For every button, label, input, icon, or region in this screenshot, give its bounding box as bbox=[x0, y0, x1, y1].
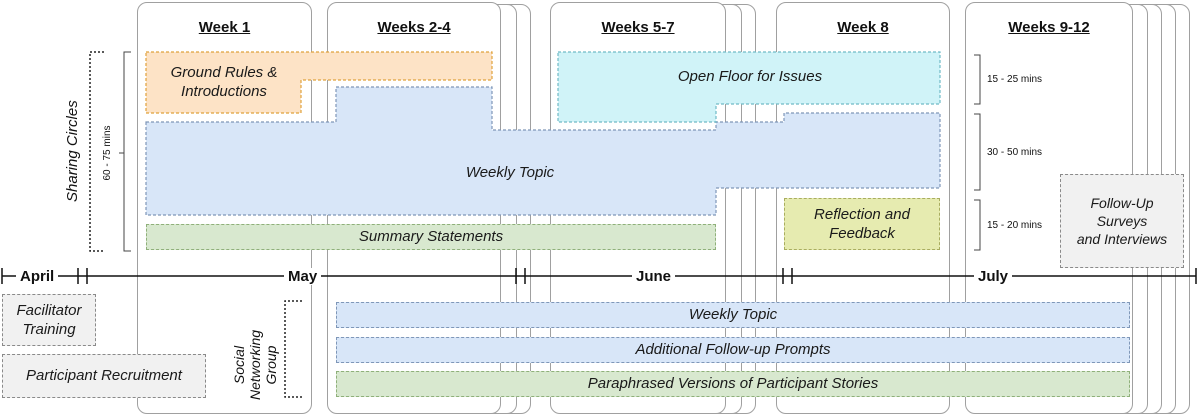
participant-stories-box: Paraphrased Versions of Participant Stor… bbox=[336, 371, 1130, 397]
follow-up-surveys-box: Follow-Up Surveys and Interviews bbox=[1060, 174, 1184, 268]
month-label-july: July bbox=[974, 268, 1013, 285]
duration-label: 30 - 50 mins bbox=[987, 147, 1043, 158]
duration-label: 15 - 20 mins bbox=[987, 220, 1043, 231]
month-label-april: April bbox=[16, 268, 59, 285]
social-weekly-topic-box: Weekly Topic bbox=[336, 302, 1130, 328]
month-label-june: June bbox=[632, 268, 676, 285]
summary-statements-box: Summary Statements bbox=[146, 224, 716, 250]
open-floor-box: Open Floor for Issues bbox=[677, 68, 823, 86]
week-column-title: Week 1 bbox=[198, 19, 251, 36]
month-label-may: May bbox=[284, 268, 322, 285]
duration-label: 15 - 25 mins bbox=[987, 74, 1043, 85]
participant-recruitment-box: Participant Recruitment bbox=[2, 354, 206, 398]
week-column-title: Weeks 5-7 bbox=[601, 19, 675, 36]
follow-up-prompts-box: Additional Follow-up Prompts bbox=[336, 337, 1130, 363]
week-column-title: Week 8 bbox=[837, 19, 889, 36]
weekly-topic-box: Weekly Topic bbox=[465, 164, 555, 182]
week-column-title: Weeks 2-4 bbox=[377, 19, 451, 36]
week-column-title: Weeks 9-12 bbox=[1008, 19, 1090, 36]
reflection-feedback-box: Reflection and Feedback bbox=[784, 198, 940, 250]
ground-rules-box: Ground Rules & Introductions bbox=[170, 63, 278, 101]
facilitator-training-box: Facilitator Training bbox=[2, 294, 96, 346]
